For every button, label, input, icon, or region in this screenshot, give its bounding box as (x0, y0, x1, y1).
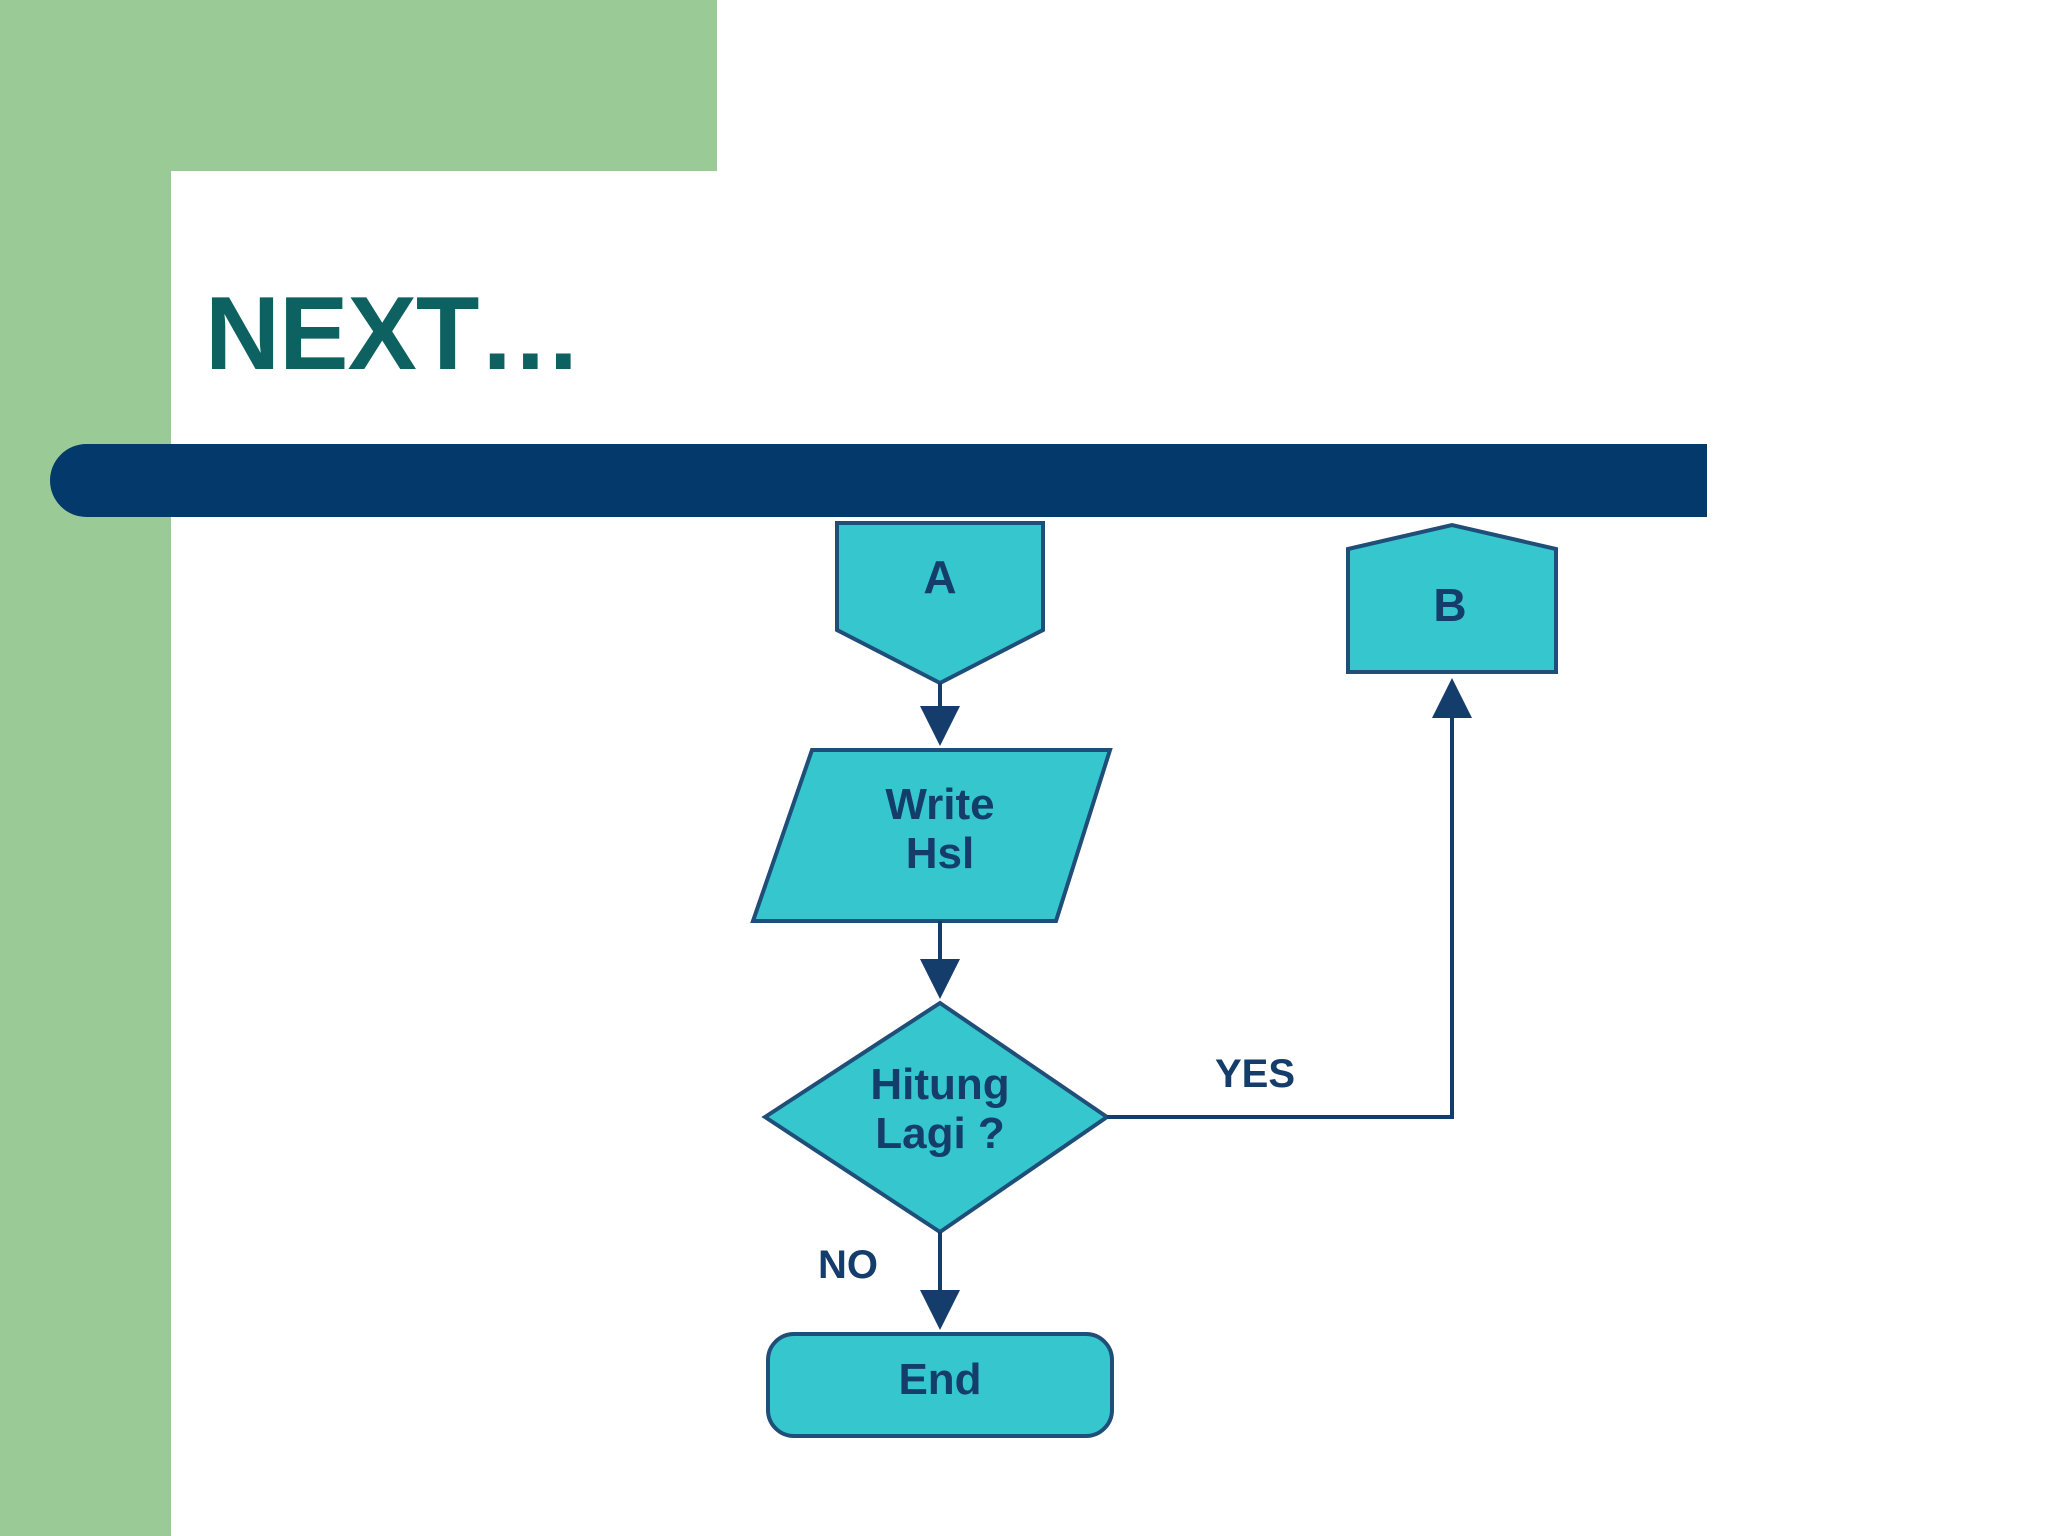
page-title: NEXT… (205, 276, 582, 392)
node-end-shape[interactable] (766, 1332, 1114, 1438)
green-sidebar-block (0, 0, 171, 1536)
node-write-shape[interactable] (750, 748, 1113, 923)
node-decision-shape[interactable] (761, 1000, 1111, 1235)
edge-decision-to-b-yes (1107, 678, 1472, 1119)
node-b-shape[interactable] (1346, 522, 1558, 674)
node-a-shape[interactable] (835, 521, 1045, 686)
navy-title-rule (50, 444, 1707, 517)
